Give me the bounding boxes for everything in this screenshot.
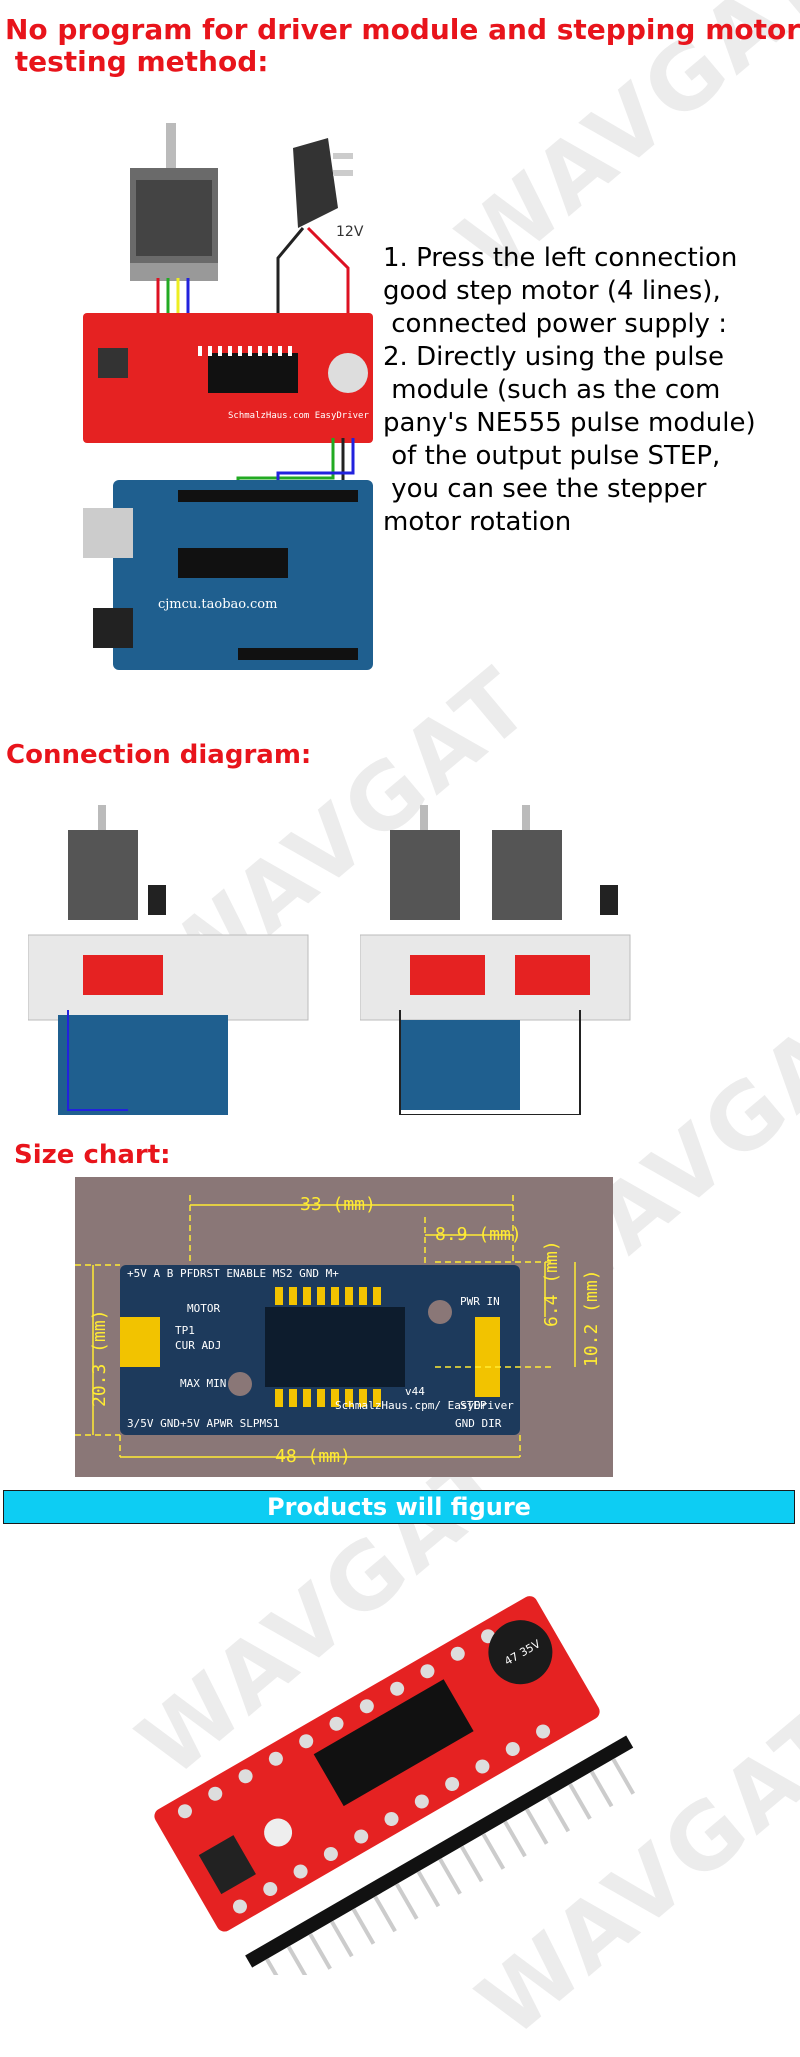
arduino-board (400, 1020, 520, 1110)
dim-8-9: 8.9 (mm) (435, 1224, 522, 1245)
test-method-title: No program for driver module and steppin… (5, 13, 800, 78)
pcb-label-max-min: MAX MIN (180, 1377, 226, 1390)
wiring-figure: 12V SchmalzHaus.com EasyDriver v4.4 cjmc… (83, 123, 378, 670)
test-instructions: 1. Press the left connection good step m… (383, 243, 756, 537)
capacitor (488, 1620, 553, 1685)
products-banner: Products will figure (3, 1490, 795, 1524)
connection-diagram-single (28, 805, 309, 1115)
product-photo: 47 35V (154, 1596, 636, 1975)
stepper-motor (492, 830, 562, 920)
power-adapter (293, 138, 338, 228)
size-chart: +5V A B PFDRST ENABLE MS2 GND M+ MOTOR T… (75, 1177, 613, 1477)
easydriver-board (83, 955, 163, 995)
arduino-board (58, 1015, 228, 1115)
size-chart-title: Size chart: (14, 1140, 171, 1170)
pcb-label-tp1: TP1 (175, 1324, 195, 1337)
connection-diagram-title: Connection diagram: (6, 740, 312, 770)
arduino-watermark: cjmcu.taobao.com (158, 597, 277, 612)
motor-shaft (166, 123, 176, 173)
stepper-motor (68, 830, 138, 920)
pcb-label-version: v44 (405, 1385, 425, 1398)
pcb-label-gnd-dir: GND DIR (455, 1417, 502, 1430)
pcb-label-top: +5V A B PFDRST ENABLE MS2 GND M+ (127, 1267, 339, 1280)
dim-20-3: 20.3 (mm) (89, 1309, 110, 1407)
pcb-label-maker: SchmalzHaus.cpm/ EasyDriver (335, 1399, 514, 1412)
easydriver-board (410, 955, 485, 995)
dim-10-2: 10.2 (mm) (581, 1269, 602, 1367)
stepper-motor (390, 830, 460, 920)
dim-48: 48 (mm) (275, 1446, 351, 1467)
dim-6-4: 6.4 (mm) (541, 1240, 562, 1327)
driver-chip (313, 1679, 474, 1807)
easydriver-board (515, 955, 590, 995)
pcb-label-cur-adj: CUR ADJ (175, 1339, 221, 1352)
connection-diagram-double (360, 805, 631, 1115)
pin-header (245, 1735, 634, 1968)
pcb-label-bottom: 3/5V GND+5V APWR SLPMS1 (127, 1417, 279, 1430)
pcb-label-step: STEP (460, 1399, 487, 1412)
dim-33: 33 (mm) (300, 1194, 376, 1215)
board-label: SchmalzHaus.com EasyDriver v4.4 (228, 411, 378, 421)
adapter-label: 12V (336, 224, 364, 240)
pcb-label-pwr-in: PWR IN (460, 1295, 500, 1308)
pcb-label-motor: MOTOR (187, 1302, 220, 1315)
